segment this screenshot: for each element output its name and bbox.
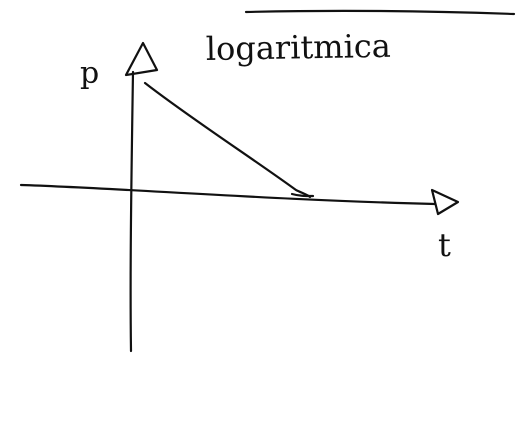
y-axis-line [129, 70, 135, 353]
x-axis-label: t [438, 226, 451, 264]
y-axis-arrowhead [124, 41, 159, 77]
curve-end-stroke [290, 192, 315, 198]
diagram-title: logaritmica [205, 27, 391, 68]
top-divider-line [244, 9, 516, 16]
x-axis-arrowhead [430, 188, 460, 216]
x-axis-line [19, 183, 437, 206]
decreasing-curve [143, 81, 312, 199]
y-axis-label: p [80, 56, 99, 91]
